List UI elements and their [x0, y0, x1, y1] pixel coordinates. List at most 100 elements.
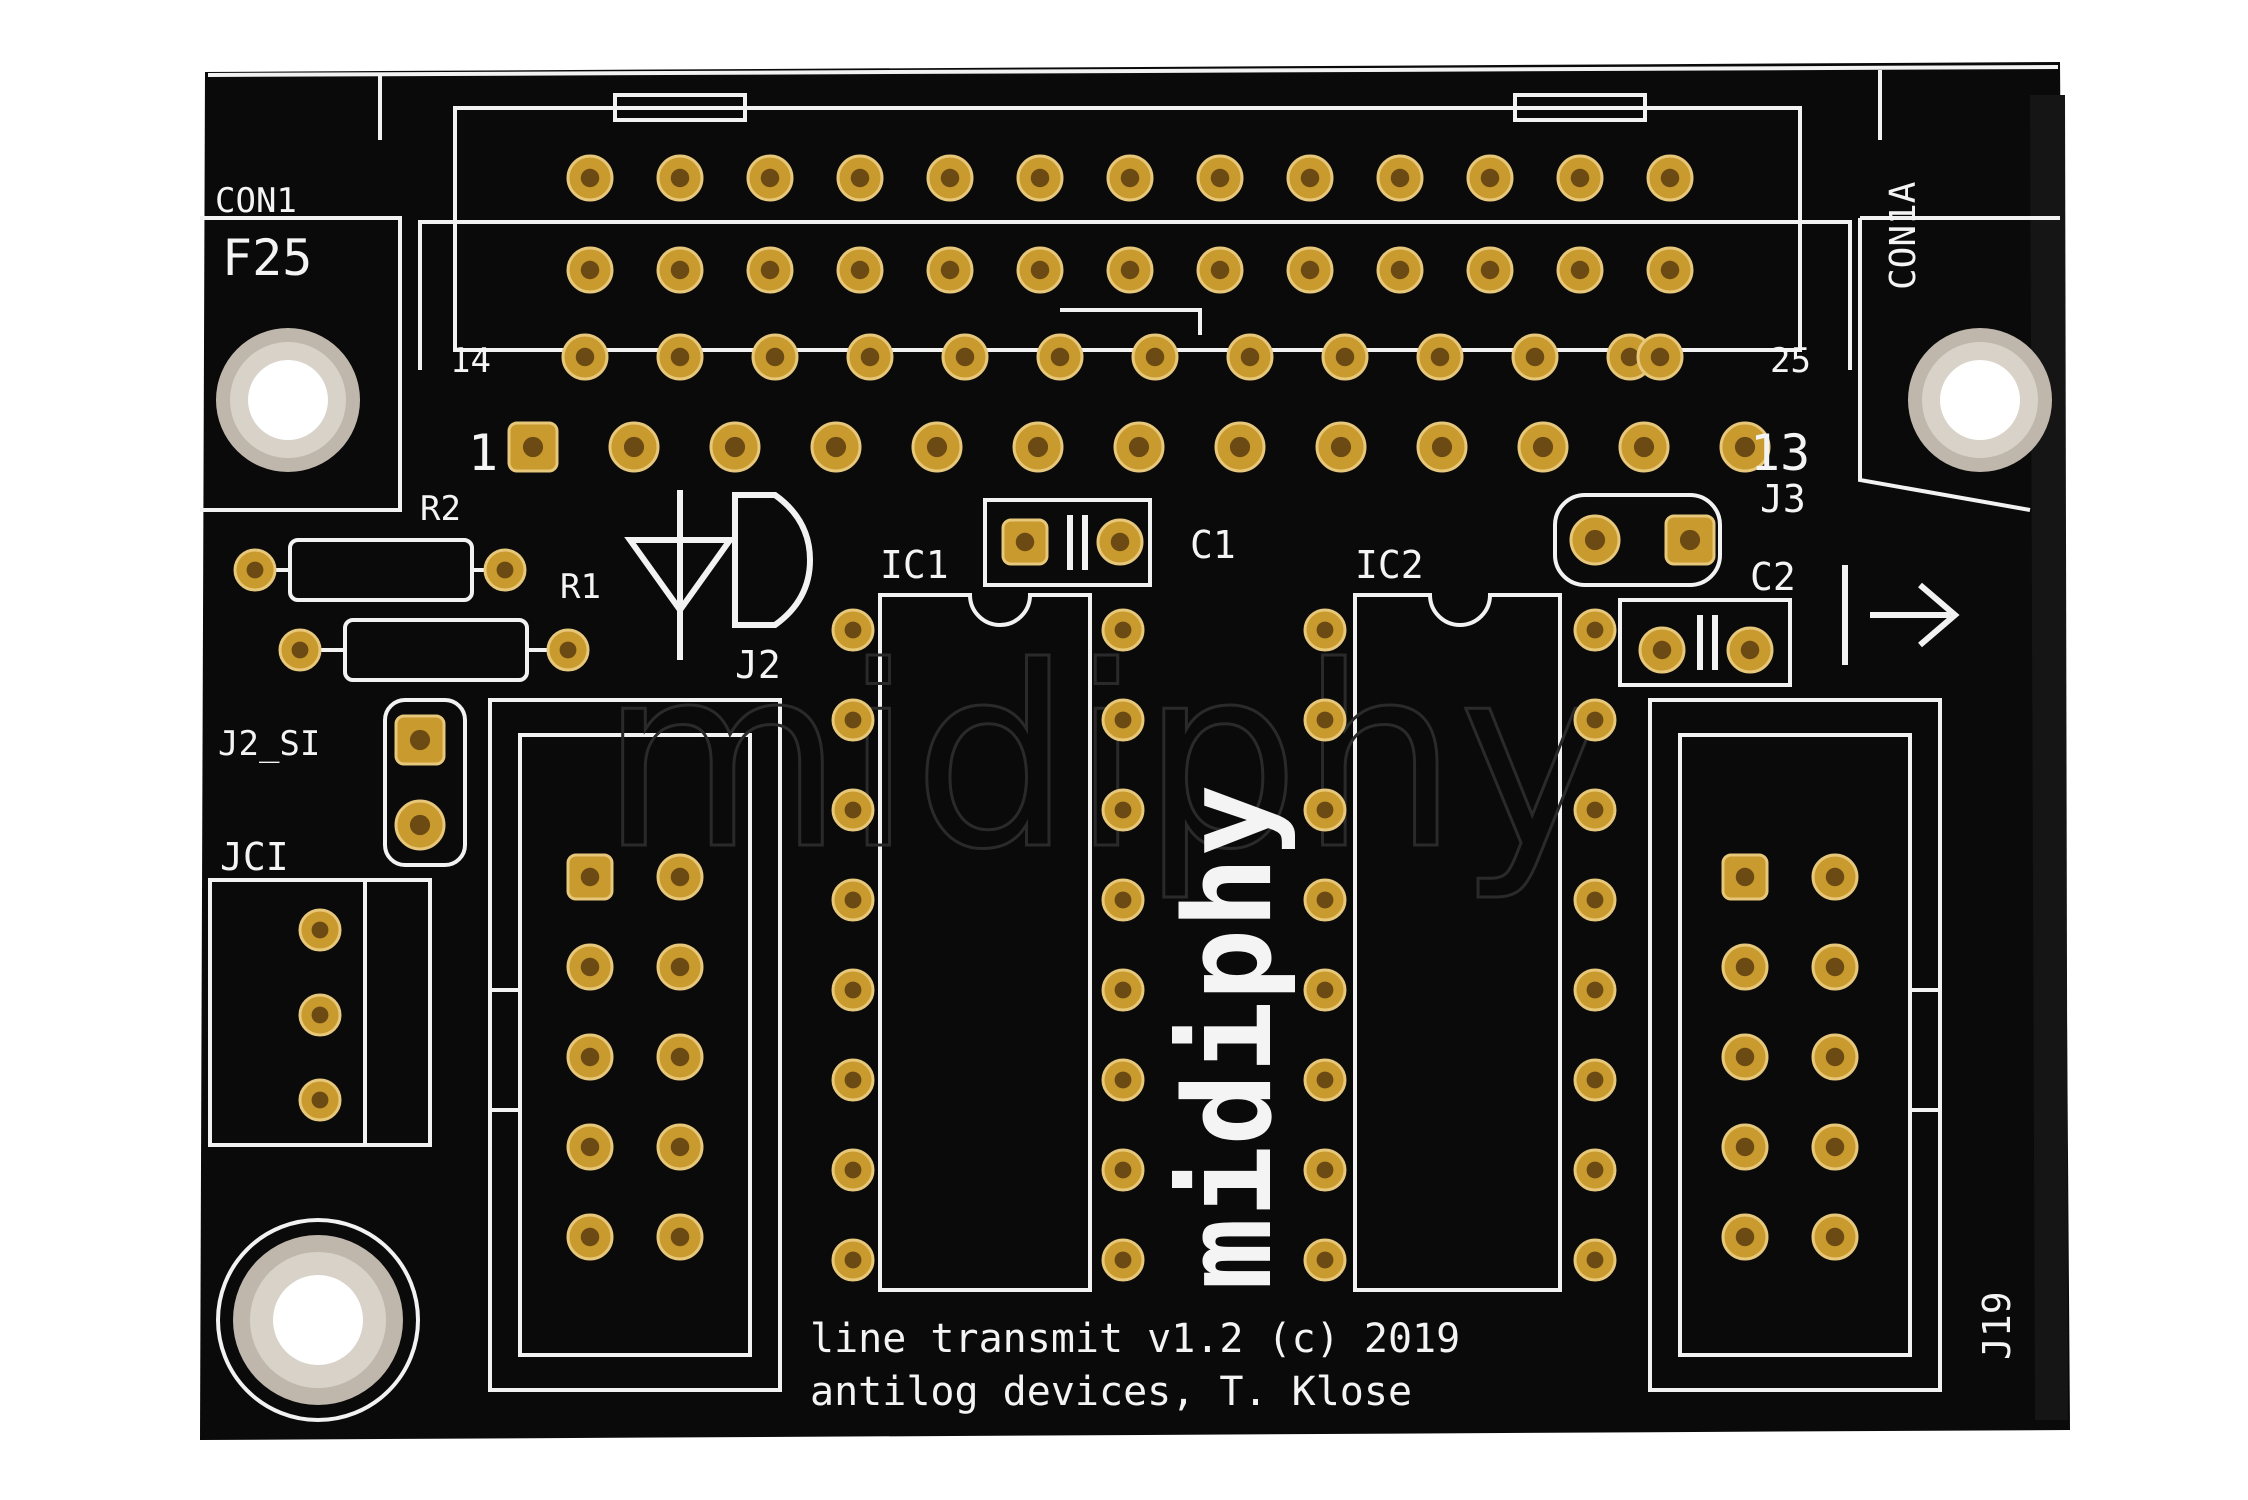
label-j2-si: J2_SI	[218, 724, 320, 764]
jumper-j3-outline	[1553, 493, 1722, 587]
brand-logo: midiphy	[1160, 784, 1299, 1290]
footer-version: line transmit v1.2 (c) 2019	[810, 1316, 1460, 1362]
solder-pad	[831, 1148, 875, 1192]
solder-pad	[1664, 514, 1716, 566]
label-pin-25: 25	[1770, 341, 1811, 381]
solder-pad	[911, 421, 963, 473]
solder-pad	[298, 908, 342, 952]
solder-pad	[1721, 1033, 1769, 1081]
solder-pad	[1286, 246, 1334, 294]
solder-pad	[608, 421, 660, 473]
solder-pad	[1196, 154, 1244, 202]
solder-pad	[483, 548, 527, 592]
label-con1: CON1	[215, 181, 297, 221]
solder-pad	[656, 246, 704, 294]
solder-pads	[233, 154, 1859, 1282]
ic2-outline	[1353, 593, 1562, 1292]
solder-pad	[1517, 421, 1569, 473]
solder-pad	[1556, 154, 1604, 202]
solder-pad	[566, 154, 614, 202]
solder-pad	[394, 714, 446, 766]
solder-pad	[1106, 246, 1154, 294]
solder-pad	[1573, 1238, 1617, 1282]
solder-pad	[1101, 1148, 1145, 1192]
solder-pad	[831, 788, 875, 832]
solder-pad	[566, 1033, 614, 1081]
footer-credits: antilog devices, T. Klose	[810, 1369, 1412, 1415]
solder-pad	[831, 1238, 875, 1282]
solder-pad	[1012, 421, 1064, 473]
solder-pad	[1416, 333, 1464, 381]
label-pin-14: 14	[450, 341, 491, 381]
solder-pad	[751, 333, 799, 381]
solder-pad	[1811, 1123, 1859, 1171]
brand-watermark: midiphy	[600, 613, 1606, 904]
solder-pad	[1573, 1148, 1617, 1192]
solder-pad	[836, 246, 884, 294]
solder-pad	[1376, 246, 1424, 294]
solder-pad	[1214, 421, 1266, 473]
solder-pad	[566, 943, 614, 991]
solder-pad	[1101, 608, 1145, 652]
label-r2: R2	[420, 489, 461, 529]
solder-pad	[926, 154, 974, 202]
solder-pad	[1303, 608, 1347, 652]
solder-pad	[1321, 333, 1369, 381]
ic1-outline	[878, 593, 1092, 1292]
solder-pad	[941, 333, 989, 381]
solder-pad	[1466, 246, 1514, 294]
solder-pad	[656, 1033, 704, 1081]
label-f25: F25	[222, 229, 312, 287]
box-header-right-outline	[1648, 698, 1942, 1392]
solder-pad	[836, 154, 884, 202]
solder-pad	[831, 968, 875, 1012]
solder-pad	[1303, 1058, 1347, 1102]
solder-pad	[1286, 154, 1334, 202]
solder-pad	[1416, 421, 1468, 473]
solder-pad	[1096, 518, 1144, 566]
solder-pad	[1638, 626, 1686, 674]
solder-pad	[1573, 608, 1617, 652]
solder-pad	[656, 154, 704, 202]
solder-pad	[1573, 968, 1617, 1012]
solder-pad	[656, 1123, 704, 1171]
solder-pad	[1811, 1033, 1859, 1081]
solder-pad	[1303, 878, 1347, 922]
solder-pad	[831, 698, 875, 742]
solder-pad	[1573, 698, 1617, 742]
capacitor-c2-outline	[1618, 598, 1792, 687]
solder-pad	[1001, 518, 1049, 566]
label-j2: J2	[735, 643, 781, 687]
solder-pad	[810, 421, 862, 473]
connector-frame-con1	[200, 70, 2060, 512]
solder-pad	[1721, 853, 1769, 901]
box-header-left-outline	[488, 698, 782, 1392]
solder-pad	[566, 246, 614, 294]
solder-pad	[656, 943, 704, 991]
solder-pad	[1618, 421, 1670, 473]
solder-pad	[1573, 1058, 1617, 1102]
solder-pad	[1556, 246, 1604, 294]
label-jci: JCI	[220, 835, 289, 879]
solder-pad	[1101, 878, 1145, 922]
solder-pad	[1726, 626, 1774, 674]
solder-pad	[1106, 154, 1154, 202]
solder-pad	[566, 1123, 614, 1171]
solder-pad	[1303, 968, 1347, 1012]
solder-pad	[1573, 788, 1617, 832]
solder-pad	[1101, 968, 1145, 1012]
solder-pad	[1315, 421, 1367, 473]
solder-pad	[278, 628, 322, 672]
solder-pad	[1016, 154, 1064, 202]
label-r1: R1	[560, 567, 601, 607]
solder-pad	[656, 1213, 704, 1261]
solder-pad	[394, 799, 446, 851]
diode-j2-symbol	[624, 490, 814, 660]
solder-pad	[1646, 154, 1694, 202]
label-c1: C1	[1190, 523, 1236, 567]
solder-pad	[1303, 1238, 1347, 1282]
solder-pad	[1646, 246, 1694, 294]
solder-pad	[566, 853, 614, 901]
solder-pad	[507, 421, 559, 473]
capacitor-c1-outline	[983, 498, 1152, 587]
